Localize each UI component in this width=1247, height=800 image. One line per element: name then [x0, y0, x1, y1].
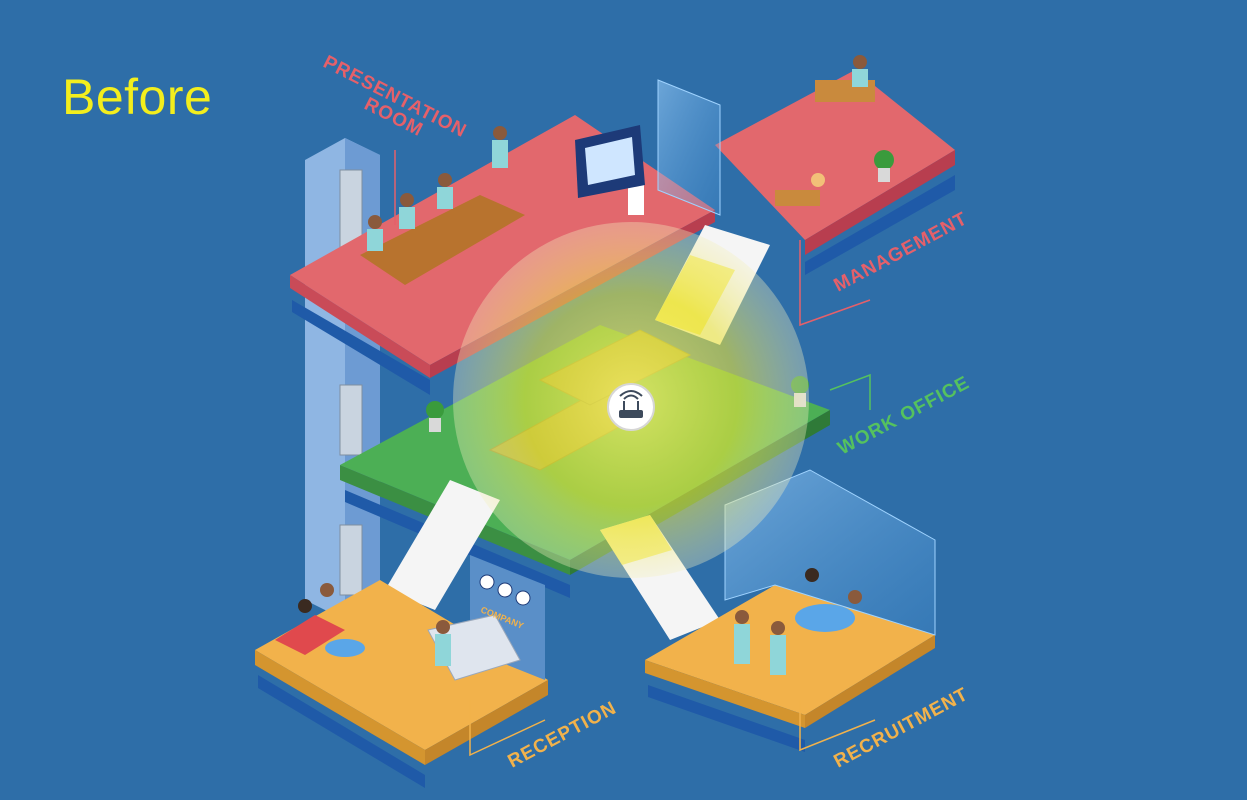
label-leader-lines: [394, 150, 876, 757]
staircase-left: [385, 480, 500, 610]
management-floor: [657, 55, 955, 275]
recruitment-floor: [645, 469, 936, 752]
elevator-shaft: [305, 138, 380, 620]
work-office-label: WORK OFFICE: [834, 372, 973, 459]
reception-floor: [255, 555, 548, 788]
page-heading: Before: [62, 69, 213, 125]
wifi-router-icon: [607, 383, 655, 431]
